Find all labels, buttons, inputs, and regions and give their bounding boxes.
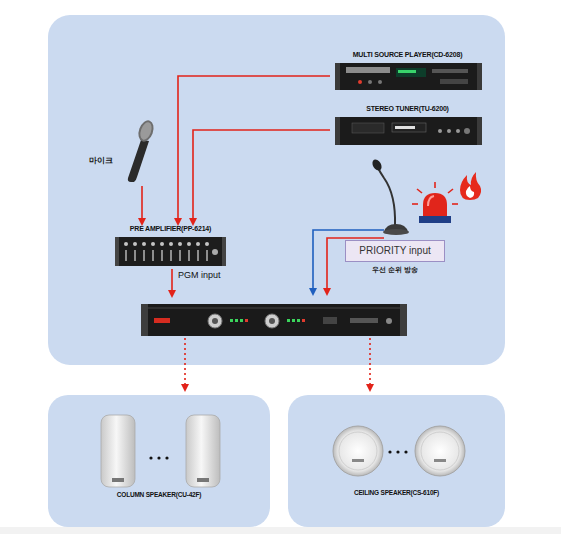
- signal-wire: [141, 186, 143, 224]
- device-label: MULTI SOURCE PLAYER(CD-6208): [330, 51, 485, 59]
- speaker-label: CEILING SPEAKER(CS-610F): [288, 489, 505, 496]
- signal-wire: [178, 76, 330, 224]
- signal-label: PGM input: [178, 270, 238, 280]
- tuner: [335, 117, 482, 145]
- paging-mic: [371, 158, 409, 235]
- device-label-box: MULTI SOURCE PLAYER(CD-6208): [330, 49, 485, 93]
- mic-node: 마이크: [86, 118, 153, 186]
- priority-box: PRIORITY input 우선 순위 방송: [345, 240, 445, 280]
- cd-player: [335, 63, 482, 90]
- mic-label: 마이크: [86, 156, 116, 165]
- footer-band: [0, 527, 561, 534]
- device-label: STEREO TUNER(TU-6200): [330, 105, 485, 113]
- output-wire: [369, 338, 371, 390]
- speaker-label: COLUMN SPEAKER(CU-42F): [48, 491, 270, 498]
- pgm-wire: [171, 269, 173, 296]
- power-amplifier: [141, 304, 407, 336]
- signal-wire: [193, 130, 330, 224]
- priority-title: PRIORITY input: [345, 240, 445, 262]
- fire-icon: [460, 172, 481, 200]
- speaker-zone: COLUMN SPEAKER(CU-42F): [48, 395, 270, 527]
- device-label: PRE AMPLIFIER(PP-6214): [108, 225, 233, 233]
- system-panel: [48, 15, 505, 365]
- device-label-box: PRE AMPLIFIER(PP-6214): [108, 224, 233, 269]
- pre-amplifier: [115, 237, 226, 266]
- priority-note: 우선 순위 방송: [345, 266, 445, 274]
- speaker-zone: CEILING SPEAKER(CS-610F): [288, 395, 505, 527]
- handheld-mic: [128, 118, 157, 182]
- device-label-box: STEREO TUNER(TU-6200): [330, 103, 485, 147]
- output-wire: [184, 338, 186, 390]
- alarm-light: [412, 182, 458, 223]
